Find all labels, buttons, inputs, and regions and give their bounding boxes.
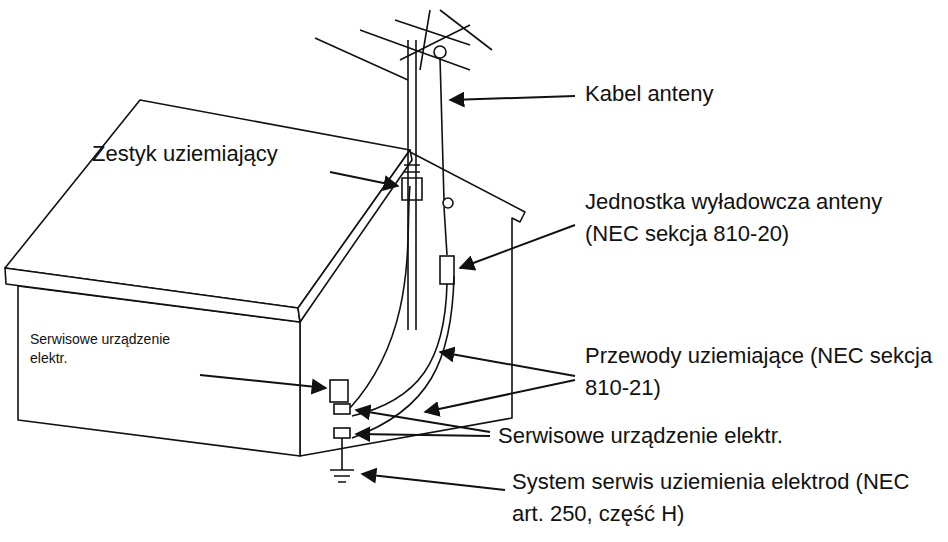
service-box [330,380,348,402]
callout-label: Przewody uziemiające (NEC sekcja 810-21) [585,340,940,404]
antenna-cable [440,58,447,255]
antenna-mast [408,40,416,330]
leader-arrow [356,410,490,432]
mast-clamp [402,165,422,200]
service-clamp [334,428,350,438]
antenna-elements [315,10,492,80]
callout-label: Jednostka wyładowcza anteny (NEC sekcja … [585,186,940,250]
roof-edge [298,150,412,322]
leader-arrow [356,434,490,436]
leader-arrow [330,172,398,186]
service-clamp [334,404,350,414]
callout-label: Kabel anteny [585,78,885,110]
roof-edge [5,268,300,322]
leader-arrow [200,375,326,388]
leader-arrow [450,96,575,100]
callout-label: Serwisowe urządzenie elektr. [498,420,938,452]
antenna-cable-lower [352,284,447,416]
callout-label: System serwis uziemienia elektrod (NEC a… [512,466,942,530]
leader-arrow [460,225,575,268]
discharge-unit [440,256,454,284]
callout-label: Zestyk uziemiający [92,138,352,170]
ground-wire [350,186,410,408]
ground-wire [352,276,454,438]
leader-arrow [362,474,505,490]
leader-arrow [440,352,575,376]
cable-connector [434,46,446,58]
leader-arrow [425,380,575,412]
ground-electrode-symbol [330,438,354,482]
callout-label: Serwisowe urządzenie elektr. [30,330,195,368]
